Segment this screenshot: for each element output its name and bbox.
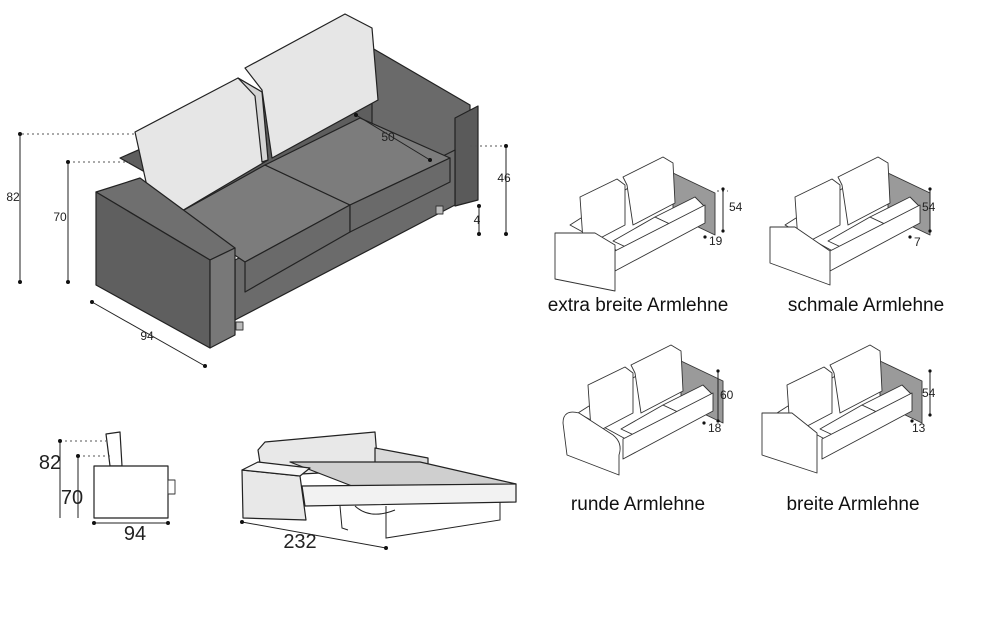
dim-label-depth: 94	[140, 329, 154, 343]
dim-dot	[18, 280, 22, 284]
sofa-left-arm-side	[209, 247, 236, 349]
dim-line-50	[355, 114, 431, 161]
bed-view: 232	[240, 431, 517, 553]
dim-dot	[910, 419, 914, 423]
armrest-width: 13	[912, 421, 926, 435]
dim-dot	[477, 204, 481, 208]
armrest-width: 7	[914, 235, 921, 249]
bed-frame-spring	[354, 505, 396, 515]
armrest-variant-wide: 54 13	[761, 344, 936, 474]
dim-dot	[92, 521, 96, 525]
dim-dot	[428, 158, 432, 162]
dim-dot	[354, 113, 358, 117]
mini-left-arm	[562, 411, 621, 476]
armrest-caption-extra-wide: extra breite Armlehne	[548, 295, 729, 316]
dim-dot	[721, 187, 725, 191]
dim-dot	[76, 454, 80, 458]
bed-mattress-top	[289, 461, 517, 487]
dim-dot	[504, 144, 508, 148]
sofa-right-arm-side	[454, 105, 479, 207]
dim-dot	[908, 235, 912, 239]
dim-dot	[66, 160, 70, 164]
armrest-variant-round: 60 18	[562, 344, 734, 476]
mini-left-arm	[554, 232, 616, 292]
dim-dot	[928, 413, 932, 417]
side-view: 82 70 94	[39, 431, 176, 545]
back-cushion-left-side	[237, 77, 269, 163]
mini-left-arm	[761, 412, 818, 474]
bed-left-arm-top	[241, 461, 311, 477]
armrest-height: 60	[720, 388, 734, 402]
side-body	[93, 465, 169, 519]
dim-dot	[240, 520, 244, 524]
armrest-caption-narrow: schmale Armlehne	[788, 295, 944, 316]
dim-dot	[384, 546, 388, 550]
dim-dot	[928, 229, 932, 233]
sofa-foot-back	[435, 205, 444, 215]
armrest-height: 54	[729, 200, 743, 214]
dim-dot	[166, 521, 170, 525]
armrest-height: 54	[922, 200, 936, 214]
bed-frame-leg	[385, 502, 501, 539]
dim-dot	[18, 132, 22, 136]
dim-label-seat-depth: 50	[381, 130, 395, 144]
armrest-variant-narrow: 54 7	[769, 156, 936, 286]
bed-mattress-front	[301, 483, 517, 507]
dim-dot	[58, 439, 62, 443]
side-label-height-total: 82	[39, 452, 61, 474]
dim-dot	[90, 300, 94, 304]
armrest-height: 54	[922, 386, 936, 400]
dim-label-height-total: 82	[6, 190, 20, 204]
dim-dot	[66, 280, 70, 284]
dim-dot	[477, 232, 481, 236]
dim-dot	[203, 364, 207, 368]
side-label-depth: 94	[124, 523, 146, 545]
armrest-width: 18	[708, 421, 722, 435]
dim-dot	[703, 235, 707, 239]
armrest-variant-extra-wide: 54 19	[554, 156, 743, 292]
dim-dot	[928, 369, 932, 373]
dim-dot	[928, 187, 932, 191]
dim-line	[241, 521, 387, 549]
armrest-caption-round: runde Armlehne	[571, 494, 705, 515]
dim-dot	[716, 369, 720, 373]
seat-cushion-right-front	[349, 157, 451, 233]
side-arm-knob	[167, 479, 176, 495]
dim-label-foot-height: 4	[474, 213, 481, 227]
bed-left-arm-front	[241, 469, 307, 521]
dim-line-94	[91, 301, 206, 367]
sofa-foot-front	[235, 321, 244, 331]
dim-dot	[716, 419, 720, 423]
side-label-height-arm: 70	[61, 487, 83, 509]
back-cushion-right	[244, 13, 379, 159]
armrest-caption-wide: breite Armlehne	[786, 494, 919, 515]
side-backrest	[105, 431, 123, 467]
main-sofa: 82 70 94 50 46 4	[6, 13, 511, 368]
bed-label-length: 232	[283, 531, 316, 553]
mini-left-arm	[769, 226, 831, 286]
dim-dot	[702, 421, 706, 425]
dim-label-seat-height: 46	[497, 171, 511, 185]
bed-frame-leg	[339, 505, 349, 531]
dim-label-height-arm: 70	[53, 210, 67, 224]
dim-dot	[721, 229, 725, 233]
armrest-width: 19	[709, 234, 723, 248]
dim-dot	[504, 232, 508, 236]
